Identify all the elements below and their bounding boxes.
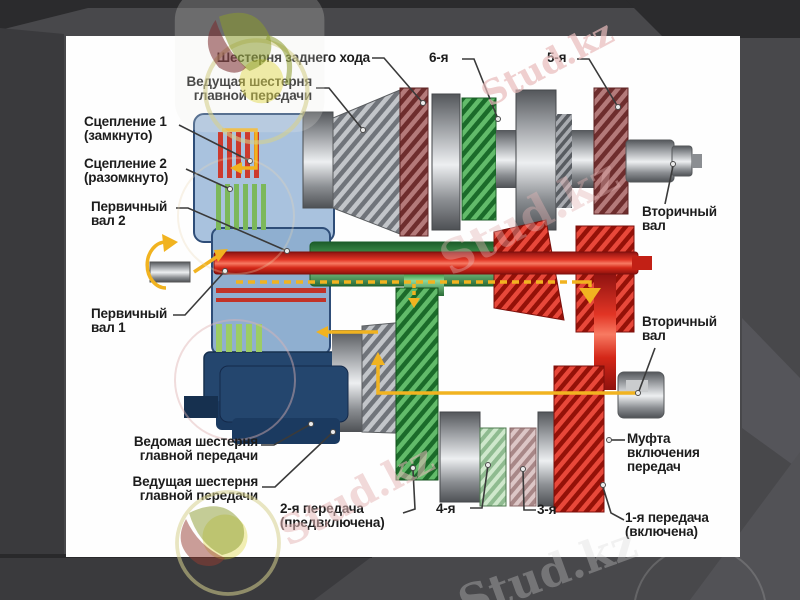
lower-gear-train [219,287,665,513]
label-line: вал [642,218,666,233]
label-output-shaft-top: Вторичный вал [642,205,730,233]
label-final-drive-gear: Ведомая шестерня главной передачи [116,435,258,463]
label-line: 3-я [537,502,557,517]
label-line: Первичный [91,199,168,214]
label-gear-6: 6-я [429,51,461,65]
engine-input-stub [149,261,191,283]
watermark-rings [174,157,296,441]
label-line: Шестерня заднего хода [216,50,371,65]
output-shaft-bottom-art [617,371,665,419]
leader-lines [173,57,674,521]
output-shaft-top-art [625,139,702,183]
label-gear-4: 4-я [436,502,470,516]
gear-5 [593,87,629,215]
label-line: главной передачи [139,488,258,503]
label-gear-2: 2-я передача (предвключена) [280,502,406,530]
label-line: Ведущая шестерня [132,474,259,489]
label-line: вал 2 [91,213,126,228]
label-line: вал 1 [91,320,126,335]
label-line: Ведущая шестерня [186,74,313,89]
rotation-arrow [145,240,167,290]
label-line: Вторичный [642,204,717,219]
label-gear-3: 3-я [537,503,569,517]
label-line: (предвключена) [280,515,385,530]
label-line: Сцепление 1 [84,114,167,129]
label-line: 2-я передача [280,501,364,516]
label-line: вал [642,328,666,343]
label-line: 4-я [436,501,456,516]
label-input-shaft-1: Первичный вал 1 [91,307,183,335]
label-line: (разомкнуто) [84,170,169,185]
label-line: 5-я [547,50,567,65]
label-line: Ведомая шестерня [133,434,258,449]
label-input-shaft-2: Первичный вал 2 [91,200,183,228]
upper-gear-train [302,87,702,237]
label-clutch-2: Сцепление 2 (разомкнуто) [84,157,202,185]
label-line: включения [627,445,700,460]
label-final-drive-pinion-bottom: Ведущая шестерня главной передачи [114,474,259,503]
diagram-panel: Шестерня заднего хода Ведущая шестерня г… [66,36,740,557]
final-drive-pinion-top-gear [332,89,401,235]
gear-1 [553,365,605,513]
label-line: Муфта [627,431,671,446]
label-reverse-gear: Шестерня заднего хода [194,50,371,65]
label-line: (замкнуто) [84,128,153,143]
label-engagement-sleeve: Муфта включения передач [627,432,719,474]
label-line: 1-я передача [625,510,709,525]
label-clutch-1: Сцепление 1 (замкнуто) [84,115,196,143]
label-line: Вторичный [642,314,717,329]
reverse-gear [399,87,429,237]
label-line: передач [627,459,681,474]
gear-2 [395,287,439,481]
label-output-shaft-bottom: Вторичный вал [642,315,730,343]
lower-clutch-plates [216,324,262,352]
gear-6 [461,97,497,221]
label-gear-5: 5-я [547,51,579,65]
label-final-drive-pinion-top: Ведущая шестерня главной передачи [168,74,313,103]
label-gear-1: 1-я передача (включена) [625,511,733,539]
label-line: главной передачи [193,88,312,103]
label-line: Первичный [91,306,168,321]
shafts [213,219,652,390]
leader-dots [222,100,676,488]
label-line: (включена) [625,524,698,539]
label-line: 6-я [429,50,449,65]
label-line: Сцепление 2 [84,156,167,171]
clutch2-plates [216,184,266,230]
label-line: главной передачи [139,448,258,463]
